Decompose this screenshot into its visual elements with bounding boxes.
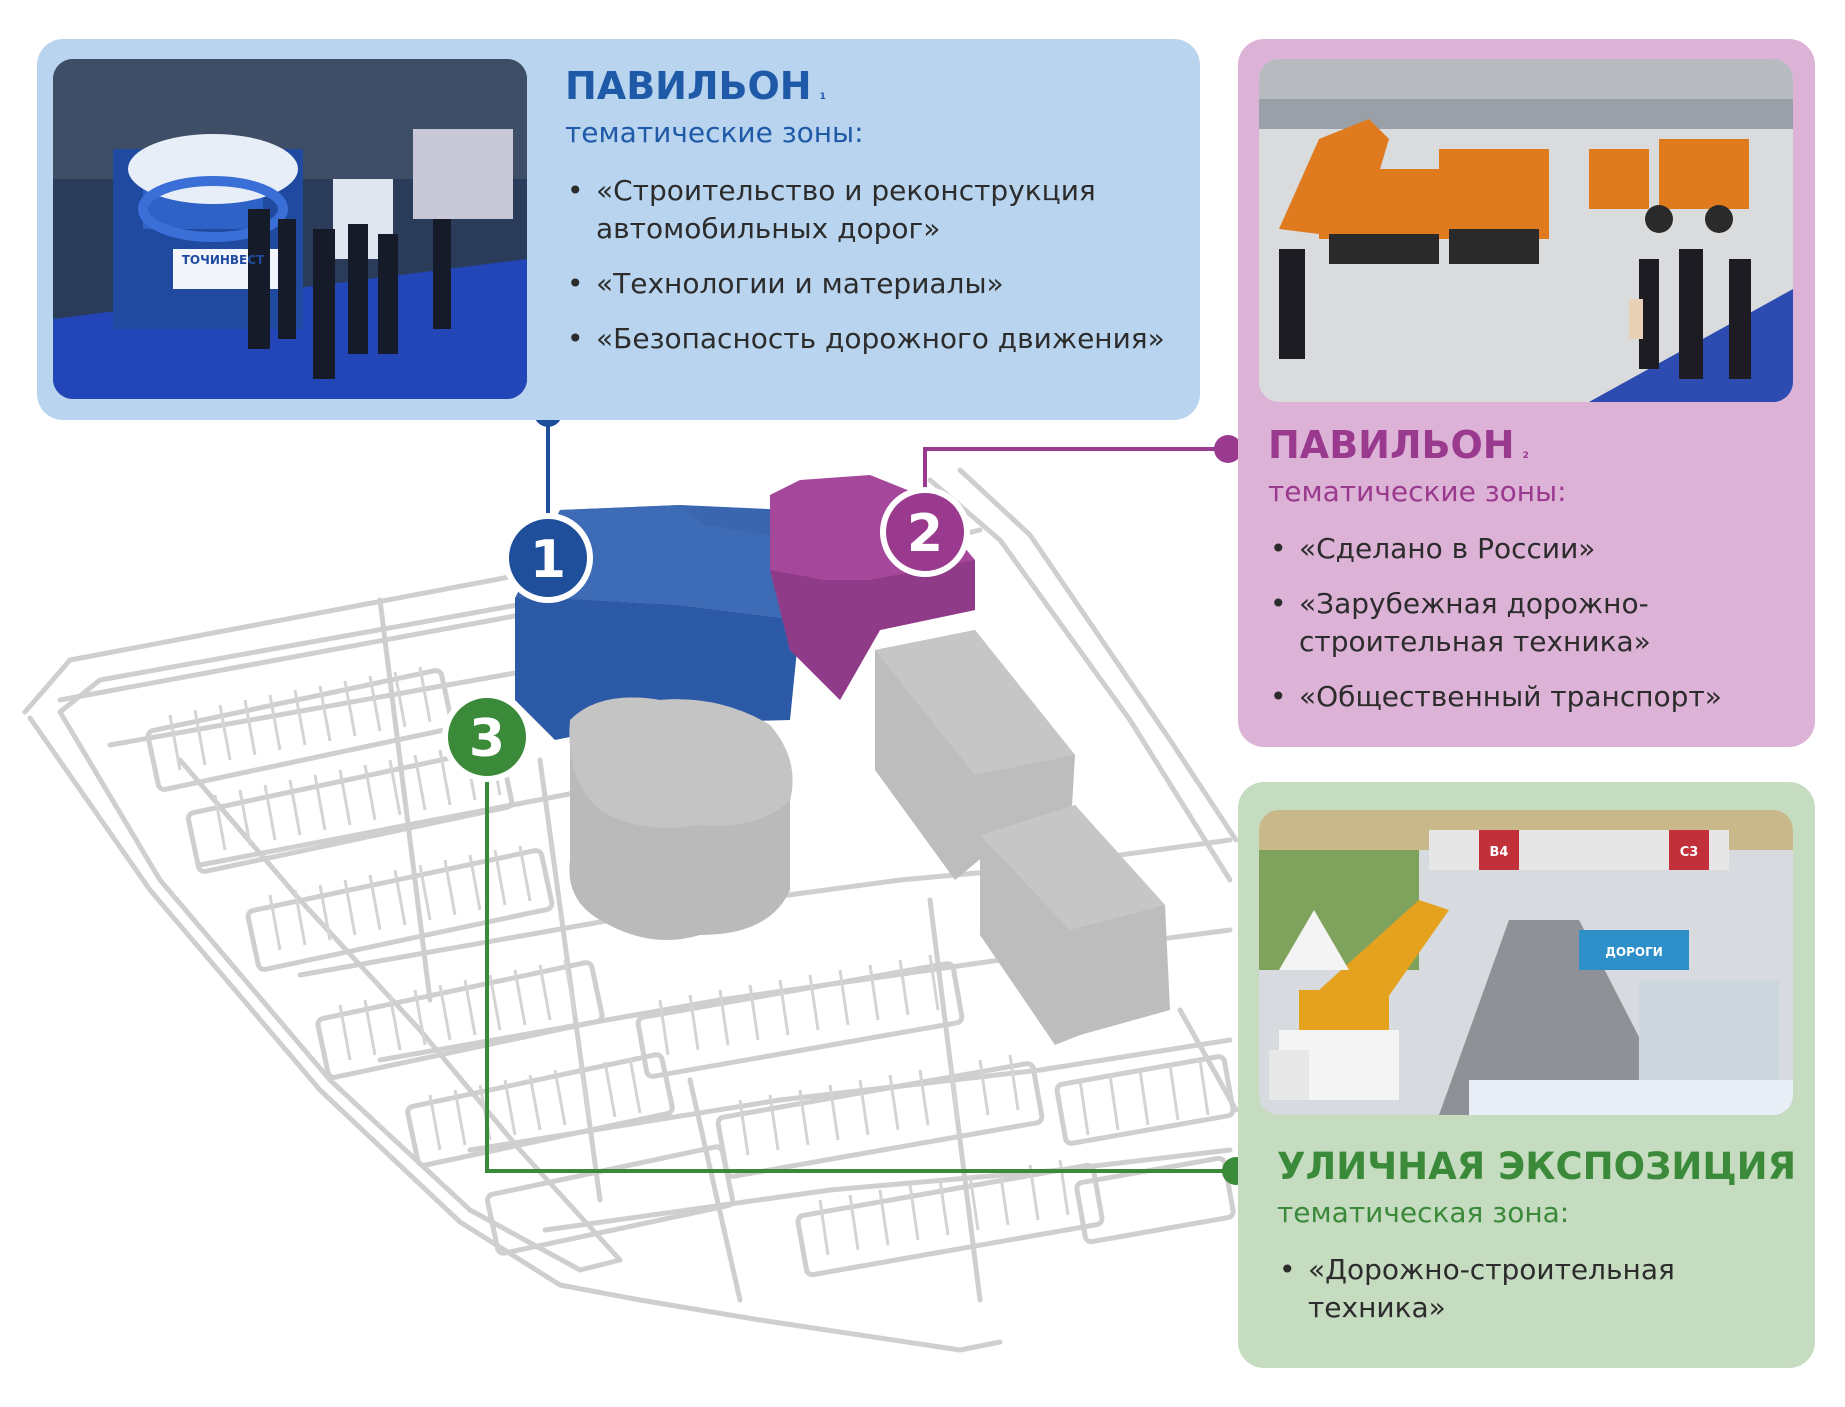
photo3-sign-b4: В4 [1490, 845, 1509, 860]
outdoor-subtitle: тематическая зона: [1277, 1196, 1570, 1229]
gray-building-a [875, 630, 1075, 880]
marker-3[interactable]: 3 [442, 692, 532, 782]
list-item: «Сделано в России» [1266, 530, 1806, 568]
marker-2[interactable]: 2 [880, 487, 970, 577]
list-item: «Технологии и материалы» [563, 265, 1183, 303]
connector-pavilion-2 [923, 435, 1242, 490]
list-item: «Строительство и реконструкция автомобил… [563, 172, 1183, 248]
round-building [569, 697, 793, 940]
pavilion-2-title-text: ПАВИЛЬОН [1268, 423, 1515, 467]
parking-stripes [168, 666, 1210, 1256]
photo3-sign-c3: С3 [1680, 845, 1699, 860]
outdoor-zone-list: «Дорожно-строительная техника» [1275, 1251, 1795, 1344]
photo1-sign: ТОЧИНВЕСТ [182, 253, 265, 267]
pavilion-1-title-index: 1 [819, 92, 826, 102]
marker-1[interactable]: 1 [503, 513, 593, 603]
pavilion-1-zone-list: «Строительство и реконструкция автомобил… [563, 172, 1183, 375]
photo3-sign-bus: ДОРОГИ [1605, 945, 1663, 959]
pavilion-2-title: ПАВИЛЬОН 2 [1268, 423, 1529, 467]
list-item: «Безопасность дорожного движения» [563, 320, 1183, 358]
gray-building-b [980, 805, 1170, 1045]
pavilion-1-photo: ТОЧИНВЕСТ [53, 59, 527, 399]
marker-2-label: 2 [907, 504, 943, 564]
pavilion-1-title-text: ПАВИЛЬОН [565, 64, 812, 108]
pavilion-1-title: ПАВИЛЬОН 1 [565, 64, 826, 108]
pavilion-2-title-index: 2 [1522, 451, 1529, 461]
pavilion-2-photo [1259, 59, 1793, 402]
pavilion-2-zone-list: «Сделано в России» «Зарубежная дорожно-с… [1266, 530, 1806, 733]
marker-1-label: 1 [530, 530, 566, 590]
list-item: «Зарубежная дорожно-строительная техника… [1266, 585, 1806, 661]
list-item: «Общественный транспорт» [1266, 678, 1806, 716]
marker-3-label: 3 [469, 709, 505, 769]
pavilion-1-building[interactable] [515, 505, 805, 740]
list-item: «Дорожно-строительная техника» [1275, 1251, 1795, 1327]
pavilion-2-subtitle: тематические зоны: [1268, 475, 1567, 508]
outdoor-title: УЛИЧНАЯ ЭКСПОЗИЦИЯ [1277, 1145, 1797, 1188]
outdoor-photo: В4 С3 ДОРОГИ [1259, 810, 1793, 1115]
pavilion-1-subtitle: тематические зоны: [565, 116, 864, 149]
